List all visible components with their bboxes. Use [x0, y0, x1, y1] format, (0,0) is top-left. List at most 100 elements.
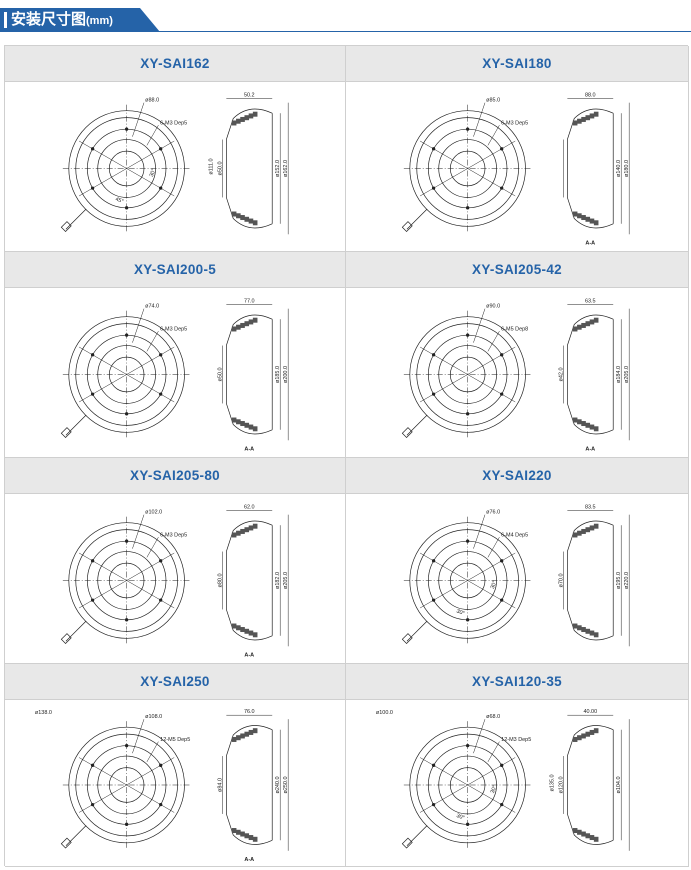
dimension-label: ø180.0 — [624, 160, 630, 177]
led-block — [244, 321, 250, 327]
leader-line — [132, 719, 145, 754]
dimension-label: 62.0 — [244, 505, 255, 511]
led-block — [236, 735, 241, 741]
leader-line — [146, 741, 159, 762]
led-block — [240, 733, 245, 739]
radial-line — [419, 580, 468, 609]
mount-hole — [159, 559, 163, 563]
product-header: XY-SAI205-80 — [5, 458, 345, 494]
led-block — [248, 525, 254, 531]
cable-line — [65, 208, 87, 230]
led-block — [248, 630, 254, 636]
led-block — [236, 324, 241, 330]
led-block — [231, 120, 237, 126]
led-block — [581, 116, 586, 122]
dimension-label: 6-M3 Dep5 — [160, 533, 187, 539]
radial-line — [467, 374, 516, 403]
radial-line — [419, 168, 468, 197]
mount-hole — [431, 147, 436, 151]
dimension-label: ø68.0 — [486, 714, 500, 720]
mount-hole — [124, 618, 129, 622]
dimension-label: ø205.0 — [624, 366, 630, 383]
led-block — [581, 627, 586, 633]
housing-outline — [567, 197, 614, 229]
mount-hole — [90, 559, 95, 563]
radial-line — [467, 757, 516, 786]
mount-hole — [465, 744, 470, 748]
plan-view — [401, 719, 532, 849]
dimension-label: ø152.0 — [275, 160, 281, 177]
dimension-label: ø205.0 — [283, 572, 289, 589]
leader-line — [487, 330, 500, 352]
unit-label: (mm) — [86, 15, 113, 27]
housing-outline — [226, 197, 273, 229]
dimension-label: ø85.0 — [486, 98, 500, 104]
connector-icon — [401, 633, 413, 645]
leader-line — [132, 514, 145, 549]
led-block — [572, 736, 578, 742]
mount-hole — [465, 822, 470, 826]
dimension-label: ø50.0 — [217, 368, 223, 382]
led-block — [577, 118, 582, 124]
dimension-label: ø195.0 — [616, 572, 622, 589]
led-block — [236, 625, 241, 631]
dimension-label: A-A — [244, 857, 254, 863]
led-block — [244, 115, 250, 121]
led-block — [572, 623, 578, 629]
led-block — [240, 215, 245, 221]
housing-outline — [567, 609, 614, 641]
connector-icon — [401, 427, 413, 439]
mount-hole — [465, 333, 470, 337]
radial-line — [126, 784, 175, 813]
cable-line — [406, 414, 428, 436]
led-block — [589, 729, 595, 735]
mount-hole — [465, 618, 470, 622]
dimension-label: ø104.0 — [616, 776, 622, 793]
cable-line — [406, 620, 428, 642]
radial-line — [78, 374, 127, 403]
radial-line — [419, 757, 468, 786]
housing-outline — [567, 725, 614, 757]
radial-line — [126, 140, 175, 169]
led-block — [252, 220, 258, 226]
led-block — [577, 419, 582, 425]
mount-hole — [500, 598, 504, 602]
led-block — [589, 424, 595, 430]
led-block — [248, 729, 254, 735]
dimension-label: 76.0 — [244, 709, 255, 715]
mount-hole — [90, 147, 95, 151]
cable-line — [65, 620, 87, 642]
dimension-label: ø88.0 — [145, 98, 159, 104]
cable-line — [65, 825, 87, 846]
section-view — [563, 304, 630, 441]
led-block — [244, 422, 250, 428]
mount-hole — [500, 559, 504, 563]
led-block — [244, 527, 250, 533]
connector-icon — [60, 221, 72, 233]
mount-hole — [431, 392, 436, 396]
led-block — [593, 523, 599, 529]
radial-line — [126, 346, 175, 375]
led-block — [589, 319, 595, 325]
leader-line — [146, 536, 159, 558]
led-block — [585, 321, 591, 327]
mount-hole — [124, 412, 129, 416]
led-block — [244, 216, 250, 222]
product-header: XY-SAI220 — [346, 458, 688, 494]
leader-line — [132, 102, 145, 137]
dimension-label: ø108.0 — [145, 714, 162, 720]
led-block — [572, 828, 578, 834]
housing-outline — [226, 609, 273, 641]
radial-line — [467, 168, 516, 197]
leader-line — [146, 330, 159, 352]
connector-icon — [401, 221, 413, 233]
mount-hole — [90, 763, 95, 767]
led-block — [236, 419, 241, 425]
dimension-label: ø80.0 — [217, 574, 223, 588]
dimension-label: ø84.0 — [217, 778, 223, 792]
